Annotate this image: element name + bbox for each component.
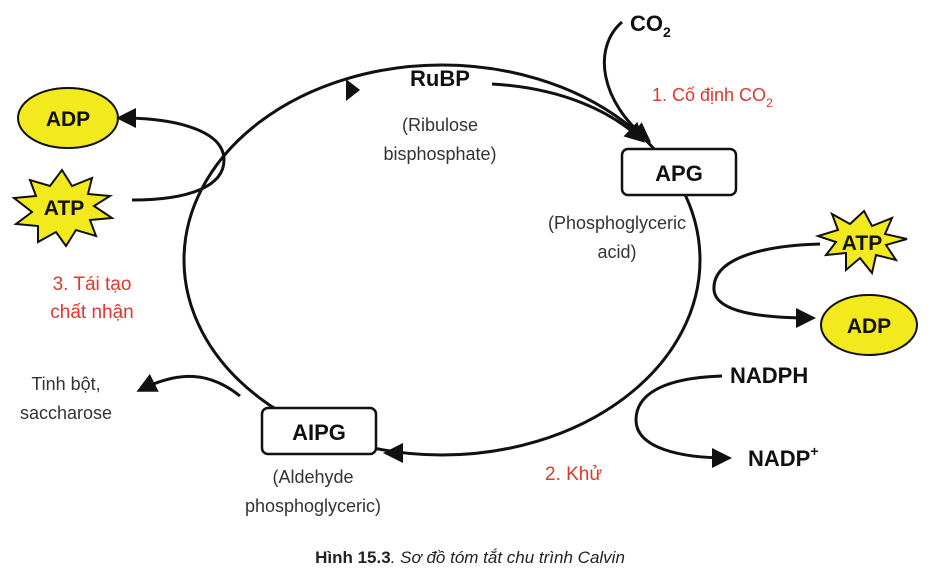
adp-left-label: ADP: [46, 108, 90, 131]
rubp-desc-2: bisphosphate): [383, 144, 496, 164]
atp-left-burst: [11, 168, 115, 248]
cycle-ring: [182, 63, 702, 457]
atp-left-label: ATP: [44, 197, 84, 220]
aipg-desc-1: (Aldehyde: [272, 467, 353, 487]
nadph-label: NADPH: [730, 363, 808, 388]
adp-right-ellipse: [820, 294, 918, 356]
arrow-nadph-to-nadp: [634, 374, 732, 468]
step2-label: 2. Khử: [545, 464, 602, 485]
step1-label: 1. Cố định CO2: [652, 85, 773, 110]
aipg-box: [260, 406, 378, 456]
product-line-1: Tinh bột,: [31, 374, 100, 394]
cycle-arrowhead-top: [346, 79, 360, 101]
co2-label: CO2: [630, 11, 671, 40]
adp-right-label: ADP: [847, 315, 891, 338]
arrow-atp-right-to-adp-right: [712, 242, 821, 328]
step3-label-2: chất nhận: [50, 302, 133, 323]
arrow-to-products: [136, 373, 241, 398]
step3-label-1: 3. Tái tạo: [53, 274, 132, 295]
apg-label: APG: [655, 161, 703, 186]
atp-right-burst: [814, 209, 908, 276]
rubp-label: RuBP: [410, 66, 470, 91]
arrow-co2-in: [602, 20, 652, 143]
cycle-arrowhead-bottom: [383, 443, 403, 463]
apg-desc-1: (Phosphoglyceric: [548, 213, 686, 233]
rubp-desc-1: (Ribulose: [402, 115, 478, 135]
atp-right-label: ATP: [842, 232, 882, 255]
arrow-atp-left-to-adp-left: [116, 108, 226, 202]
apg-desc-2: acid): [597, 242, 636, 262]
aipg-label: AIPG: [292, 420, 346, 445]
nadp-label: NADP+: [748, 443, 819, 471]
product-line-2: saccharose: [20, 403, 112, 423]
arrow-rubp-to-apg: [491, 82, 645, 143]
figure-caption: Hình 15.3. Sơ đồ tóm tắt chu trình Calvi…: [315, 548, 625, 567]
aipg-desc-2: phosphoglyceric): [245, 496, 381, 516]
apg-box: [620, 147, 738, 197]
